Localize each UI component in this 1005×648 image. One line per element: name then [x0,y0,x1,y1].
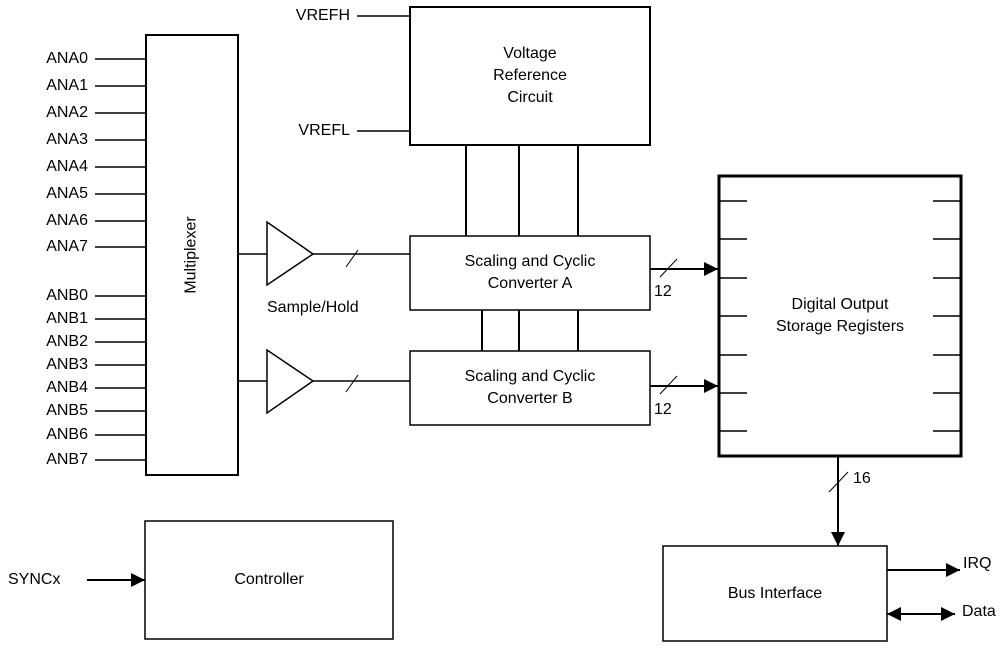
input-label-anb7: ANB7 [46,451,88,468]
bus-interface-label: Bus Interface [727,584,823,602]
input-label-ana2: ANA2 [46,104,88,121]
data-label: Data [962,603,996,620]
sample-hold-amp-b [266,348,315,415]
voltage-reference-line3: Circuit [507,89,553,106]
registers-line2: Storage Registers [775,318,905,335]
registers-block: Digital Output Storage Registers [719,176,961,456]
converter-b-line1: Scaling and Cyclic [464,368,596,385]
multiplexer-label: Multiplexer [182,216,200,294]
converter-a-line1: Scaling and Cyclic [464,253,596,270]
bus-interface-box [662,545,888,642]
bus-interface-block: Bus Interface [663,546,887,641]
converter-b-bus-slash [659,375,678,395]
input-label-ana4: ANA4 [46,158,88,175]
voltage-reference-block: Voltage Reference Circuit [410,7,650,145]
input-label-ana1: ANA1 [46,77,88,94]
input-label-anb1: ANB1 [46,310,88,327]
controller-label: Controller [234,571,304,588]
bus-width-a-label: 12 [654,283,672,300]
input-label-anb2: ANB2 [46,333,88,350]
input-lines-a [95,58,146,248]
converter-b-line2: Converter B [487,390,573,407]
bus-width-out-label: 16 [853,470,871,487]
voltage-reference-line2: Reference [493,67,567,84]
converter-b-box [409,350,651,426]
converter-a-bus-slash [659,258,678,278]
input-label-anb4: ANB4 [46,379,88,396]
converter-a-box [409,235,651,311]
input-label-anb0: ANB0 [46,287,88,304]
register-ticks [719,200,961,432]
sync-label: SYNCx [8,571,61,588]
irq-label: IRQ [963,555,992,572]
registers-line1: Digital Output [791,296,889,313]
input-label-ana5: ANA5 [46,185,88,202]
input-lines-b [95,295,146,461]
reference-lines [465,145,579,351]
amp-a-slash [345,249,359,268]
converter-a-line2: Converter A [487,275,573,292]
input-label-ana6: ANA6 [46,212,88,229]
input-label-ana0: ANA0 [46,50,88,67]
amp-b-slash [345,374,359,393]
converter-b-block: Scaling and Cyclic Converter B [410,351,650,425]
converter-a-block: Scaling and Cyclic Converter A [410,236,650,310]
bus-width-b-label: 12 [654,401,672,418]
sample-hold-amp-a [266,220,315,287]
vrefl-label: VREFL [298,122,350,139]
multiplexer: Multiplexer [146,35,238,475]
input-label-ana3: ANA3 [46,131,88,148]
input-label-anb3: ANB3 [46,356,88,373]
input-label-anb6: ANB6 [46,426,88,443]
multiplexer-box [145,34,239,476]
voltage-reference-line1: Voltage [503,45,557,62]
input-label-ana7: ANA7 [46,238,88,255]
input-label-anb5: ANB5 [46,402,88,419]
sample-hold-label: Sample/Hold [267,299,359,316]
voltage-reference-box [409,6,651,146]
controller-block: Controller [145,521,393,639]
vrefh-label: VREFH [295,7,350,24]
registers-bus-slash [828,471,849,493]
